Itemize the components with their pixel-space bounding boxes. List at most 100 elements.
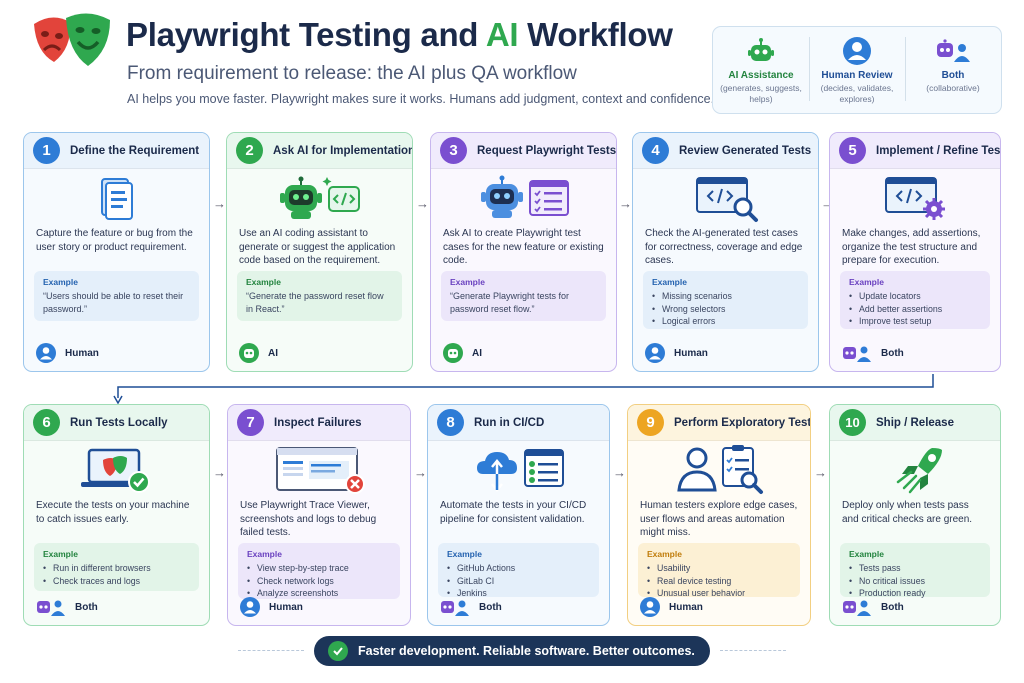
legend-human-desc: (decides, validates, explores) [820,83,894,104]
actor-label: Human [669,601,703,613]
example-box: Example Missing scenarios Wrong selector… [643,271,808,329]
actor-label: AI [268,347,278,359]
cloud-pipeline-icon [428,441,609,499]
step-description: Use an AI coding assistant to generate o… [239,228,396,266]
step-header: 10 Ship / Release [830,405,1000,441]
step-description: Use Playwright Trace Viewer, screenshots… [240,500,377,538]
example-box: Example “Generate Playwright tests for p… [441,271,606,321]
actor-label: Human [65,347,99,359]
actor-label: Both [479,601,502,613]
actor-label: Both [881,601,904,613]
example-list: Tests pass No critical issues Production… [849,562,981,600]
step-title: Define the Requirement [70,144,200,157]
actor-badge: Both [842,597,904,617]
example-box: Example Usability Real device testing Un… [638,543,800,600]
robot-person-icon [440,597,470,617]
step-title: Implement / Refine Tests [876,144,1001,157]
actor-label: Human [674,347,708,359]
robot-icon [443,343,463,363]
step-card-10: 10 Ship / Release Deploy only when tests… [829,404,1001,626]
example-item: Wrong selectors [652,303,799,316]
step-header: 2 Ask AI for Implementation [227,133,412,169]
flow-arrow: → [613,465,626,480]
example-label: Example [450,277,485,287]
flow-arrow: → [416,196,429,211]
step-description: Execute the tests on your machine to cat… [36,500,190,525]
page-tagline: AI helps you move faster. Playwright mak… [127,92,715,106]
flow-arrow: → [213,465,226,480]
robot-icon [239,343,259,363]
example-label: Example [652,277,687,287]
step-header: 4 Review Generated Tests [633,133,818,169]
actor-badge: Human [640,597,703,617]
flow-arrow: → [619,196,632,211]
actor-label: Both [75,601,98,613]
person-icon [842,35,872,67]
legend-both-title: Both [941,70,965,81]
step-title: Review Generated Tests [679,144,812,157]
example-list: Run in different browsers Check traces a… [43,562,190,587]
step-number: 5 [839,137,866,164]
actor-badge: Human [36,343,99,363]
document-icon [24,169,209,227]
step-card-6: 6 Run Tests Locally Execute the tests on… [23,404,210,626]
example-label: Example [246,277,281,287]
step-number: 2 [236,137,263,164]
legend-both-desc: (collaborative) [926,83,980,93]
example-item: Production ready [849,587,981,600]
robot-checklist-icon [431,169,616,227]
playwright-masks-icon [30,10,116,72]
example-item: GitLab CI [447,575,590,588]
person-icon [645,343,665,363]
step-card-2: 2 Ask AI for Implementation Use an AI co… [226,132,413,372]
actor-badge: Human [645,343,708,363]
step-number: 9 [637,409,664,436]
example-list: Usability Real device testing Unusual us… [647,562,791,600]
example-item: Analyze screenshots [247,587,391,600]
example-list: Update locators Add better assertions Im… [849,290,981,328]
example-item: Update locators [849,290,981,303]
footer-divider-left [238,650,304,651]
step-number: 8 [437,409,464,436]
example-text: “Generate Playwright tests for password … [450,291,570,314]
legend: AI Assistance (generates, suggests, help… [712,26,1002,114]
example-box: Example Run in different browsers Check … [34,543,199,591]
title-ai-highlight: AI [485,16,519,53]
example-label: Example [247,549,282,559]
actor-badge: Both [440,597,502,617]
example-label: Example [43,549,78,559]
example-item: Tests pass [849,562,981,575]
actor-badge: Both [842,343,904,363]
step-card-7: 7 Inspect Failures Use Playwright Trace … [227,404,411,626]
actor-label: Both [881,347,904,359]
step-header: 3 Request Playwright Tests [431,133,616,169]
example-item: No critical issues [849,575,981,588]
example-text: “Users should be able to reset their pas… [43,291,184,314]
example-item: Missing scenarios [652,290,799,303]
step-card-9: 9 Perform Exploratory Testing Human test… [627,404,811,626]
example-box: Example View step-by-step trace Check ne… [238,543,400,599]
code-window-gear-icon [830,169,1000,227]
step-number: 4 [642,137,669,164]
step-number: 3 [440,137,467,164]
step-title: Request Playwright Tests [477,144,617,157]
actor-label: AI [472,347,482,359]
example-list: Missing scenarios Wrong selectors Logica… [652,290,799,328]
example-text: “Generate the password reset flow in Rea… [246,291,384,314]
example-list: GitHub Actions GitLab CI Jenkins [447,562,590,600]
step-title: Run Tests Locally [70,416,168,429]
actor-badge: Both [36,597,98,617]
step-description: Human testers explore edge cases, user f… [640,500,798,538]
flow-arrow: → [414,465,427,480]
example-label: Example [647,549,682,559]
actor-badge: AI [443,343,482,363]
example-box: Example “Users should be able to reset t… [34,271,199,321]
page-title: Playwright Testing and AI Workflow [126,16,673,53]
robot-icon [746,35,776,67]
example-item: View step-by-step trace [247,562,391,575]
example-item: Jenkins [447,587,590,600]
rocket-icon [830,441,1000,499]
browser-error-icon [228,441,410,499]
tester-checklist-icon [628,441,810,499]
